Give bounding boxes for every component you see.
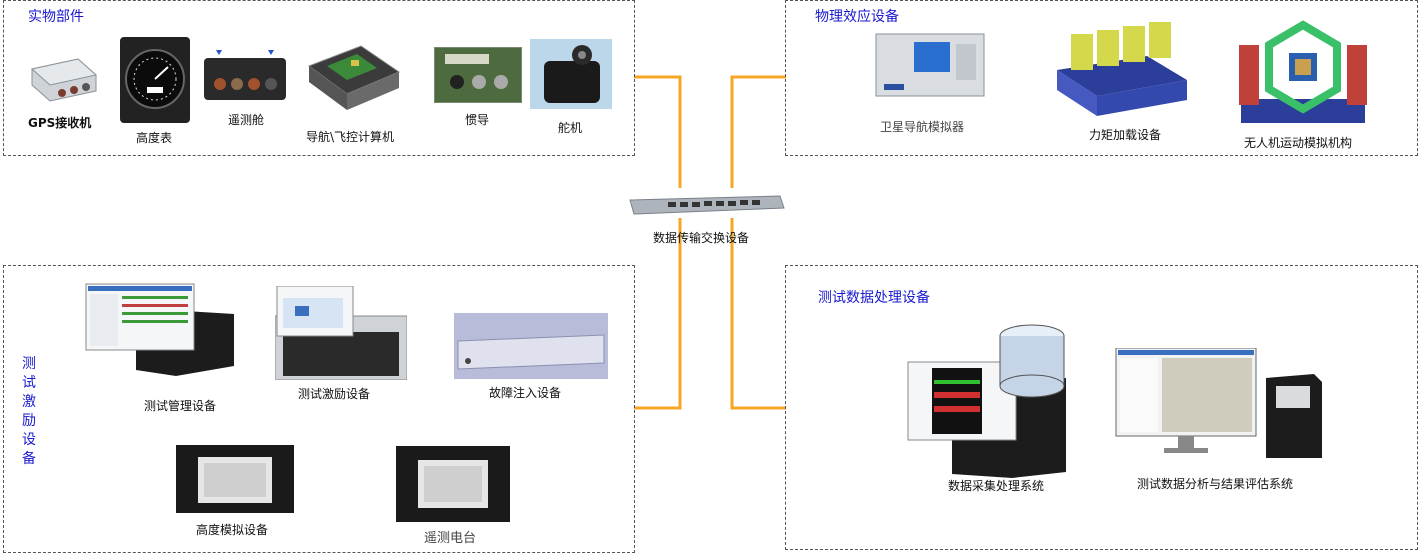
telemetry-radio-label: 遥测电台 — [424, 531, 477, 546]
torque-loading-label: 力矩加载设备 — [1089, 128, 1162, 142]
nav-flight-computer-image — [305, 42, 403, 114]
servo-image — [530, 39, 612, 109]
data-analysis-label: 测试数据分析与结果评估系统 — [1137, 477, 1294, 491]
uav-motion-simulator-image — [1237, 15, 1369, 127]
test-management-label: 测试管理设备 — [144, 399, 217, 413]
data-acquisition-image — [906, 322, 1068, 480]
data-processing-title: 测试数据处理设备 — [818, 290, 930, 306]
gps-receiver-image — [26, 55, 100, 103]
telemetry-cabin-label: 遥测舱 — [228, 113, 265, 127]
line-processing — [730, 218, 786, 410]
uav-motion-simulator-label: 无人机运动模拟机构 — [1244, 136, 1353, 150]
line-stimulus — [634, 218, 682, 410]
servo-label: 舵机 — [558, 121, 583, 135]
altimeter-label: 高度表 — [136, 131, 173, 145]
gps-receiver-label: GPS接收机 — [28, 116, 92, 130]
physical-effects-title: 物理效应设备 — [815, 9, 899, 25]
test-stimulus-title: 测试激励设备 — [22, 356, 36, 467]
data-acquisition-label: 数据采集处理系统 — [948, 479, 1045, 493]
data-switch-label: 数据传输交换设备 — [653, 231, 750, 245]
data-analysis-image — [1114, 347, 1326, 460]
physical-parts-panel — [3, 0, 635, 156]
satellite-nav-simulator-image — [874, 30, 986, 102]
altitude-simulator-label: 高度模拟设备 — [196, 523, 269, 537]
fault-injection-image — [454, 313, 608, 379]
telemetry-radio-image — [396, 446, 510, 522]
inertial-nav-image — [434, 47, 522, 103]
data-processing-panel — [785, 265, 1418, 550]
telemetry-cabin-image — [202, 50, 288, 102]
test-stimulus-device-label: 测试激励设备 — [298, 387, 371, 401]
fault-injection-label: 故障注入设备 — [489, 386, 562, 400]
nav-flight-computer-label: 导航\飞控计算机 — [306, 130, 395, 144]
altitude-simulator-image — [176, 445, 294, 513]
data-switch-image — [628, 194, 786, 216]
test-stimulus-device-image — [274, 285, 408, 381]
physical-effects-panel — [785, 0, 1418, 156]
line-physical — [634, 75, 682, 188]
line-effects — [730, 75, 786, 188]
inertial-nav-label: 惯导 — [465, 113, 490, 127]
test-stimulus-panel — [3, 265, 635, 553]
physical-parts-title: 实物部件 — [28, 9, 84, 25]
torque-loading-image — [1055, 20, 1189, 120]
satellite-nav-simulator-label: 卫星导航模拟器 — [880, 120, 965, 134]
test-management-image — [84, 282, 236, 378]
altimeter-image — [120, 37, 190, 123]
